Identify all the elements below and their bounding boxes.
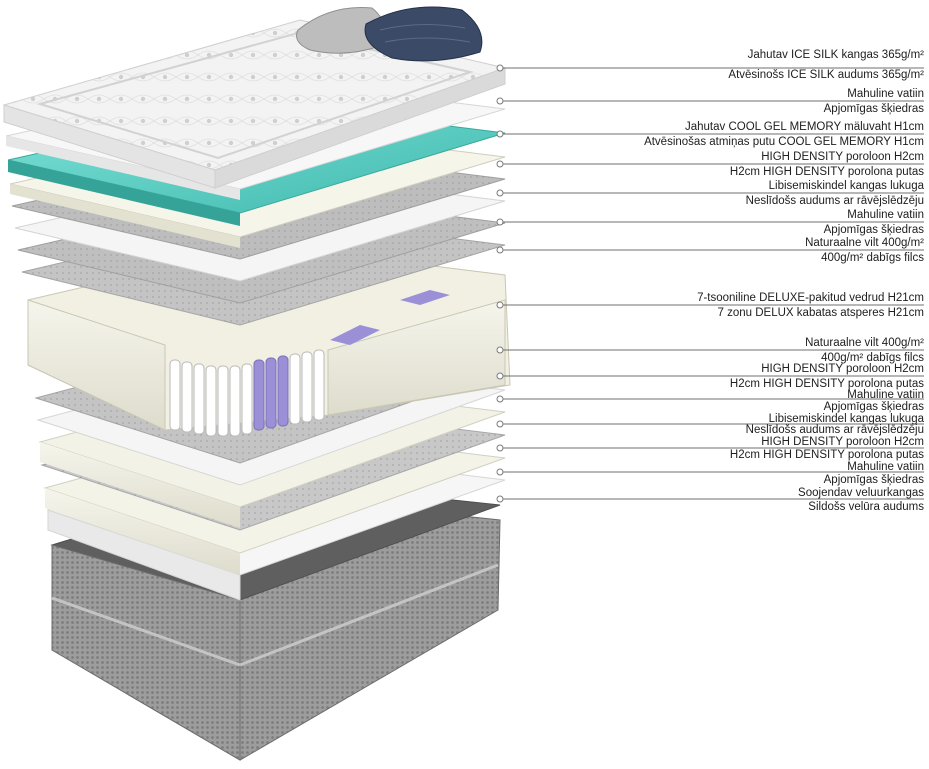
callout-lines xyxy=(496,64,924,503)
callout-label-c10-line1: HIGH DENSITY poroloon H2cm xyxy=(761,363,924,375)
top-quilted-cover xyxy=(2,19,507,189)
callout-label-c11-line2: Apjomīgas šķiedras xyxy=(823,401,924,413)
callout-label-c15-line1: Soojendav veluurkangas xyxy=(798,487,924,499)
callout-label-c12-line1: Libisemiskindel kangas lukuga xyxy=(768,413,924,425)
callout-label-c03-line1: Jahutav COOL GEL MEMORY mäluvaht H1cm xyxy=(684,121,924,133)
spring-columns xyxy=(169,290,450,437)
callout-label-c03-line2: Atvēsinošas atmiņas putu COOL GEL MEMORY… xyxy=(644,136,924,148)
callout-label-c07-line2: 400g/m² dabīgs filcs xyxy=(821,252,924,264)
callout-label-c14-line1: Mahuline vatiin xyxy=(847,461,924,473)
callout-label-c13-line2: H2cm HIGH DENSITY porolona putas xyxy=(729,449,924,461)
callout-label-c07-line1: Naturaalne vilt 400g/m² xyxy=(805,237,924,249)
callout-label-c15-line2: Sildošs velūra audums xyxy=(808,501,924,513)
callout-label-c09-line2: 400g/m² dabīgs filcs xyxy=(821,352,924,364)
callout-label-c10-line2: H2cm HIGH DENSITY porolona putas xyxy=(729,378,924,390)
callout-label-c06-line2: Apjomīgas šķiedras xyxy=(823,224,924,236)
callout-label-c12-line2: Neslīdošs audums ar rāvējslēdzēju xyxy=(745,424,924,436)
callout-label-c14-line2: Apjomīgas šķiedras xyxy=(823,474,924,486)
callout-label-c04-line2: H2cm HIGH DENSITY porolona putas xyxy=(729,166,924,178)
callout-label-c13-line1: HIGH DENSITY poroloon H2cm xyxy=(761,436,924,448)
callout-label-c01-line2: Atvēsinošs ICE SILK audums 365g/m² xyxy=(728,69,924,81)
pillow-navy xyxy=(364,6,483,62)
callout-label-c08-line1: 7-tsooniline DELUXE-pakitud vedrud H21cm xyxy=(697,292,924,304)
callout-label-c01-line1: Jahutav ICE SILK kangas 365g/m² xyxy=(747,49,924,61)
callout-label-c09-line1: Naturaalne vilt 400g/m² xyxy=(805,337,924,349)
callout-label-c05-line2: Neslīdošs audums ar rāvējslēdzēju xyxy=(745,195,924,207)
callout-label-c06-line1: Mahuline vatiin xyxy=(847,209,924,221)
callout-label-c11-line1: Mahuline vatiin xyxy=(847,389,924,401)
callout-label-c02-line2: Apjomīgas šķiedras xyxy=(823,103,924,115)
callout-label-c05-line1: Libisemiskindel kangas lukuga xyxy=(768,180,924,192)
callout-label-c02-line1: Mahuline vatiin xyxy=(847,88,924,100)
callout-label-c08-line2: 7 zonu DELUX kabatas atsperes H21cm xyxy=(717,307,924,319)
callout-label-c04-line1: HIGH DENSITY poroloon H2cm xyxy=(761,151,924,163)
